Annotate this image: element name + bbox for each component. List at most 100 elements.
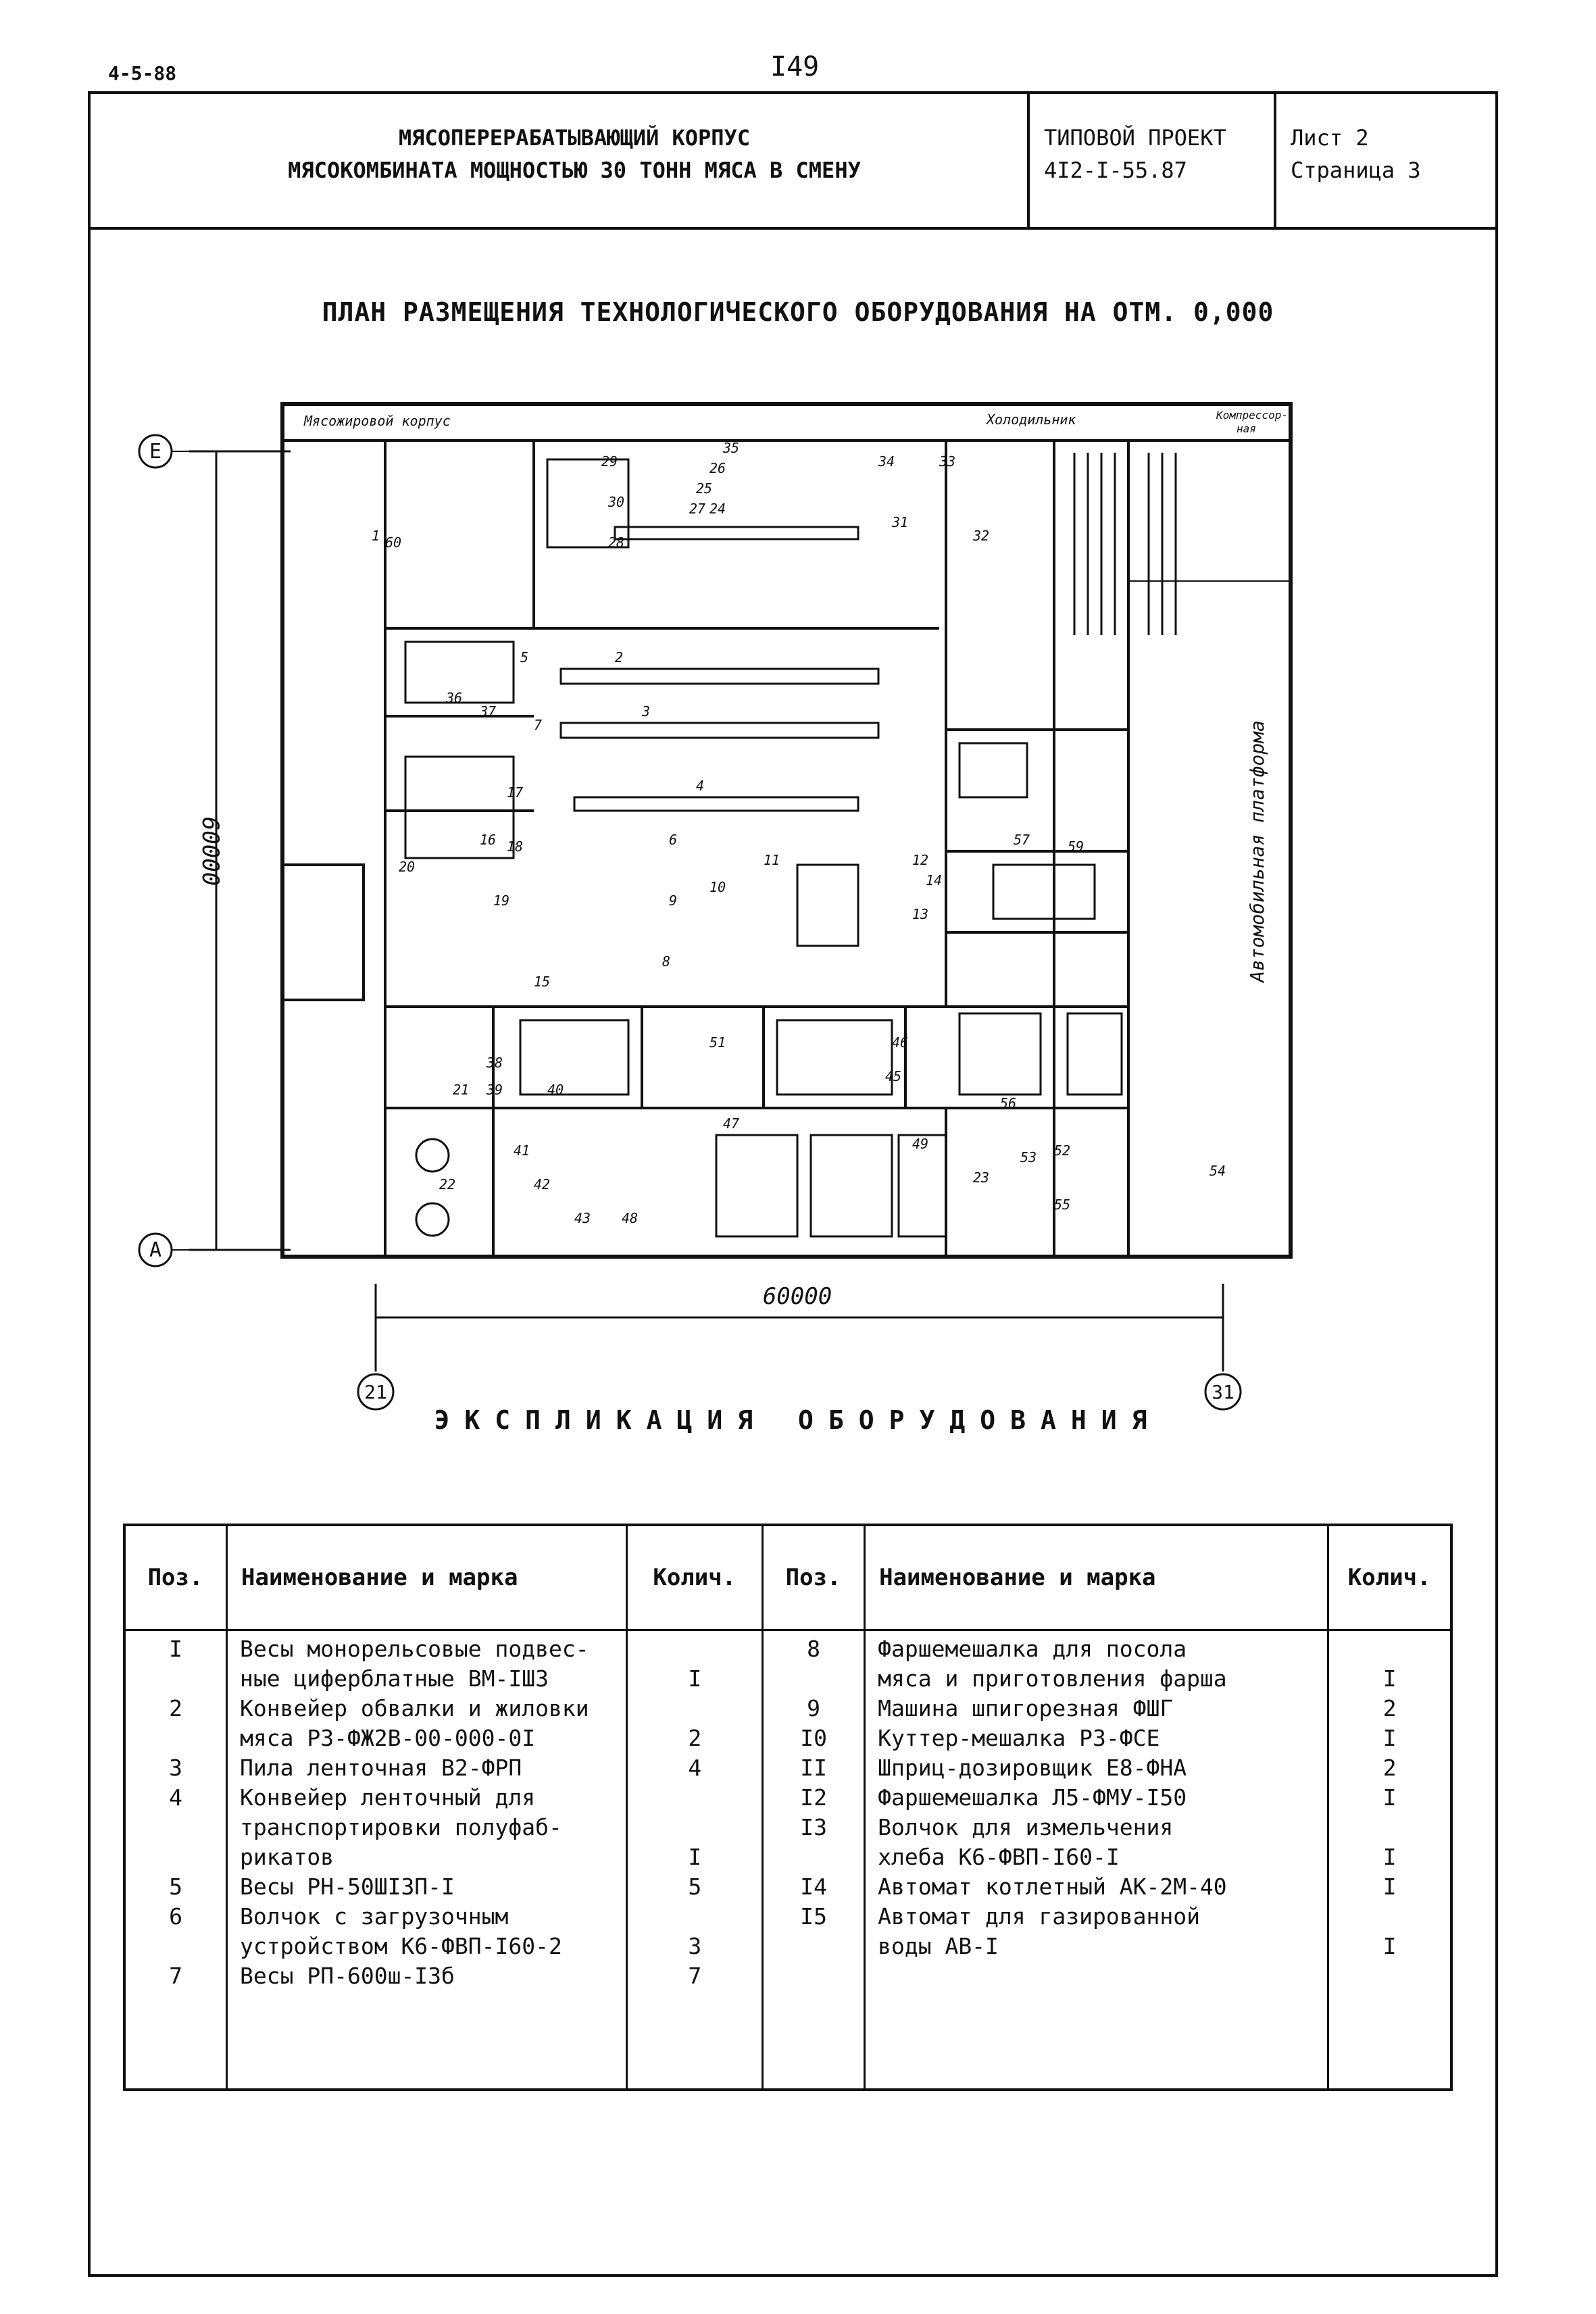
item-name: Шприц-дозировщик Е8-ФНА <box>878 1755 1187 1781</box>
dim-vertical: 60000 <box>197 817 224 886</box>
item-pos <box>776 1666 851 1696</box>
item-pos: 6 <box>169 1903 182 1930</box>
equipment-position-label: 16 <box>480 832 496 848</box>
item-pos <box>138 1844 214 1874</box>
equipment-position-label: 59 <box>1068 838 1084 855</box>
equipment-position-label: 15 <box>534 974 550 990</box>
item-name: Фаршемешалка Л5-ФМУ-I50 <box>878 1784 1187 1811</box>
equipment-position-label: 13 <box>912 906 928 922</box>
item-pos: I0 <box>800 1725 827 1751</box>
item-name: Куттер-мешалка РЗ-ФСЕ <box>878 1725 1160 1751</box>
axis-label-21: 21 <box>364 1381 387 1403</box>
item-qty: I <box>1382 1933 1397 1959</box>
axis-label-31: 31 <box>1212 1381 1235 1403</box>
item-qty: I <box>1382 1725 1397 1751</box>
item-name: рикатов <box>240 1844 334 1870</box>
item-qty: 4 <box>688 1755 702 1781</box>
page-info: Страница 3 <box>1291 157 1421 183</box>
item-name: транспортировки полуфаб- <box>240 1814 562 1840</box>
item-pos <box>776 1844 851 1874</box>
equipment-position-label: 22 <box>439 1176 455 1192</box>
equipment-position-label: 56 <box>1000 1095 1016 1111</box>
equipment-position-label: 36 <box>445 690 462 706</box>
page-number: I49 <box>770 51 820 82</box>
item-qty <box>640 1636 749 1666</box>
right-name-column: Фаршемешалка для посола мяса и приготовле… <box>864 1630 1330 2090</box>
item-qty: 7 <box>688 1963 702 1989</box>
item-pos <box>138 1666 214 1696</box>
title-line: МЯСОКОМБИНАТА МОЩНОСТЬЮ 30 ТОНН МЯСА В С… <box>288 157 861 183</box>
equipment-position-label: 25 <box>696 480 712 497</box>
item-qty: I <box>1382 1844 1397 1870</box>
floor-plan: Е А 21 31 60000 60000 Мясожировой корпус… <box>138 402 1293 1411</box>
item-pos <box>138 1726 214 1755</box>
item-pos: 8 <box>807 1636 821 1662</box>
item-qty <box>640 1696 749 1726</box>
label-compressor: ная <box>1237 422 1256 435</box>
equipment-position-label: 49 <box>912 1136 928 1152</box>
item-name: ные циферблатные ВМ-IШ3 <box>240 1665 549 1692</box>
equipment-position-label: 8 <box>662 953 670 970</box>
item-name: воды АВ-I <box>878 1933 999 1959</box>
equipment-position-label: 60 <box>385 534 401 551</box>
equipment-position-label: 35 <box>722 440 739 456</box>
item-name: устройством К6-ФВП-I60-2 <box>240 1933 562 1959</box>
equipment-position-label: 17 <box>507 784 523 801</box>
equipment-position-label: 5 <box>520 649 528 665</box>
equipment-position-label: 11 <box>764 852 780 868</box>
item-pos: I3 <box>800 1814 827 1840</box>
item-qty: I <box>688 1844 702 1870</box>
item-qty: 2 <box>1382 1695 1397 1721</box>
item-pos: I4 <box>800 1873 827 1900</box>
item-qty: 2 <box>688 1725 702 1751</box>
item-name: Фаршемешалка для посола <box>878 1636 1187 1662</box>
explication-title: ЭКСПЛИКАЦИЯ ОБОРУДОВАНИЯ <box>434 1405 1162 1435</box>
equipment-position-label: 18 <box>507 838 523 855</box>
item-pos: 9 <box>807 1695 821 1721</box>
item-pos <box>138 1934 214 1963</box>
equipment-position-label: 10 <box>709 879 726 895</box>
item-name: мяса и приготовления фарша <box>878 1665 1227 1692</box>
project-number: 4I2-I-55.87 <box>1044 157 1187 183</box>
label-meat-fat-building: Мясожировой корпус <box>303 413 451 429</box>
item-qty: 5 <box>688 1873 702 1900</box>
left-name-column: Весы монорельсовые подвес-ные циферблатн… <box>226 1630 628 2090</box>
item-name: Волчок для измельчения <box>878 1814 1174 1840</box>
equipment-position-label: 57 <box>1014 832 1030 848</box>
item-pos: I <box>169 1636 182 1662</box>
header-qty: Колич. <box>1327 1524 1453 1631</box>
equipment-position-label: 12 <box>912 852 928 868</box>
header-name: Наименование и марка <box>864 1524 1330 1631</box>
page-frame <box>88 91 1498 2277</box>
equipment-position-label: 34 <box>878 453 895 470</box>
axis-label-a: А <box>149 1238 161 1262</box>
equipment-position-label: 54 <box>1210 1163 1226 1179</box>
item-qty <box>1341 1815 1438 1844</box>
label-platform: Автомобильная платформа <box>1246 720 1268 984</box>
item-name: Волчок с загрузочным <box>240 1903 509 1930</box>
item-qty: I <box>1382 1784 1397 1811</box>
equipment-position-label: 43 <box>574 1210 591 1226</box>
item-name: Весы монорельсовые подвес- <box>240 1636 589 1662</box>
item-qty <box>1341 1904 1438 1934</box>
item-qty <box>640 1815 749 1844</box>
equipment-position-label: 53 <box>1020 1149 1037 1165</box>
plan-title: ПЛАН РАЗМЕЩЕНИЯ ТЕХНОЛОГИЧЕСКОГО ОБОРУДО… <box>322 297 1274 327</box>
equipment-position-label: 23 <box>973 1169 989 1186</box>
equipment-position-label: 14 <box>926 872 942 888</box>
header-pos: Поз. <box>123 1524 228 1631</box>
item-pos: I5 <box>800 1903 827 1930</box>
item-pos <box>138 1815 214 1844</box>
equipment-position-label: 21 <box>453 1082 469 1098</box>
item-qty <box>640 1904 749 1934</box>
equipment-position-label: 38 <box>486 1055 503 1071</box>
equipment-position-label: 51 <box>709 1034 726 1051</box>
item-pos: 7 <box>169 1963 182 1989</box>
equipment-position-label: 19 <box>493 892 509 909</box>
equipment-position-label: 7 <box>534 717 542 733</box>
equipment-position-label: 4 <box>696 778 704 794</box>
